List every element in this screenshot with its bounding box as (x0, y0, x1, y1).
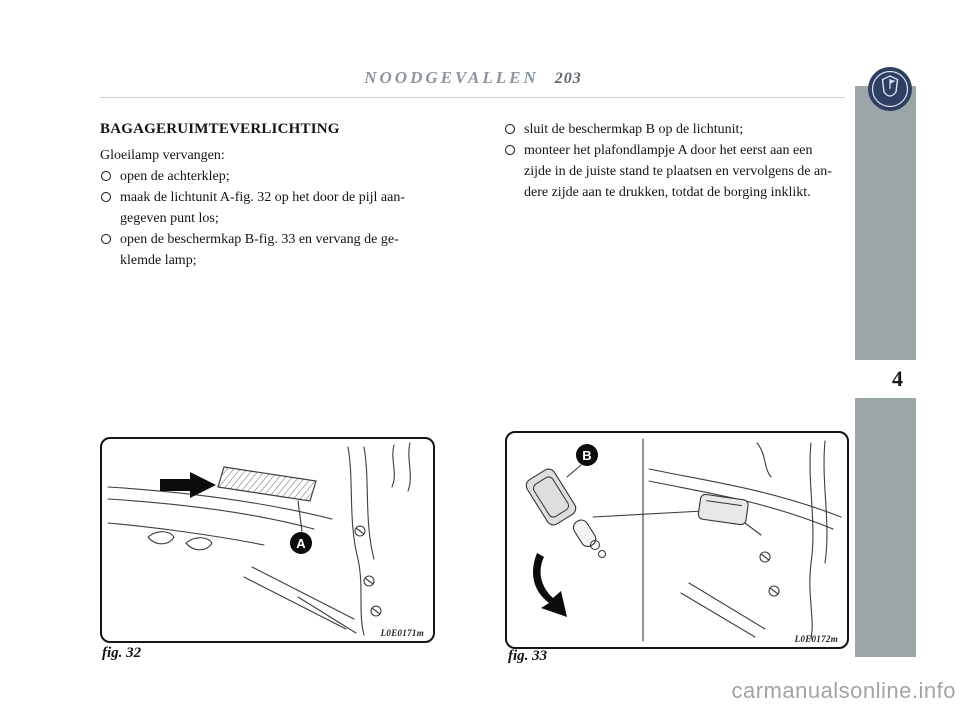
bulb-contact (590, 540, 600, 550)
figure-33: B L0E0172m (505, 431, 849, 649)
intro-text: Gloeilamp vervangen: (100, 148, 225, 163)
bullet-icon (101, 192, 111, 202)
cap-in-place (697, 493, 749, 526)
fig33-line-art: B (525, 438, 842, 642)
part-label-b: B (576, 444, 598, 466)
list-item: maak de lichtunit A-fig. 32 op het door … (100, 187, 466, 229)
bullet-text: maak de lichtunit A-fig. 32 op het door … (120, 190, 405, 226)
fig32-line-art: A (107, 442, 411, 636)
chapter-title: NOODGEVALLEN (364, 68, 539, 87)
sidebar-band-bottom (855, 398, 916, 657)
section-heading: BAGAGERUIMTEVERLICHTING (100, 121, 340, 137)
figure-caption: fig. 33 (508, 648, 548, 664)
light-lens (217, 466, 317, 502)
rotate-arrow-icon (533, 553, 567, 617)
bullet-text: sluit de beschermkap B op de lichtunit; (524, 122, 744, 137)
left-column: BAGAGERUIMTEVERLICHTING Gloeilamp vervan… (100, 119, 466, 271)
svg-text:B: B (582, 448, 591, 463)
header-divider (100, 97, 845, 98)
bullet-text: open de achterklep; (120, 169, 230, 184)
list-item: open de beschermkap B-fig. 33 en vervang… (100, 229, 466, 271)
bulb-contact (598, 550, 606, 558)
page-header: NOODGEVALLEN 203 (100, 68, 846, 88)
page-number: 203 (554, 70, 582, 87)
bullet-icon (101, 171, 111, 181)
bullet-icon (101, 234, 111, 244)
bulb (572, 519, 597, 548)
chapter-tab-number: 4 (855, 360, 916, 398)
bullet-icon (505, 145, 515, 155)
protection-cap (525, 468, 577, 526)
part-label-a: A (290, 532, 312, 554)
list-item: sluit de beschermkap B op de lichtunit; (504, 119, 856, 140)
list-item: open de achterklep; (100, 166, 466, 187)
right-column: sluit de beschermkap B op de lichtunit; … (504, 119, 856, 203)
bullet-icon (505, 124, 515, 134)
svg-text:A: A (296, 536, 306, 551)
bullet-text: open de beschermkap B-fig. 33 en vervang… (120, 232, 399, 268)
sidebar-band-top (855, 86, 916, 360)
watermark: carmanualsonline.info (731, 678, 956, 703)
lancia-logo-icon (867, 66, 913, 112)
figure-caption: fig. 32 (102, 645, 142, 661)
lancia-logo-art (868, 67, 912, 111)
figure-code: L0E0172m (794, 634, 838, 644)
list-item: monteer het plafondlampje A door het eer… (504, 140, 856, 203)
bullet-text: monteer het plafondlampje A door het eer… (524, 143, 832, 200)
figure-code: L0E0171m (380, 628, 424, 638)
figure-32: A L0E0171m (100, 437, 435, 643)
arrow-icon (160, 472, 216, 498)
